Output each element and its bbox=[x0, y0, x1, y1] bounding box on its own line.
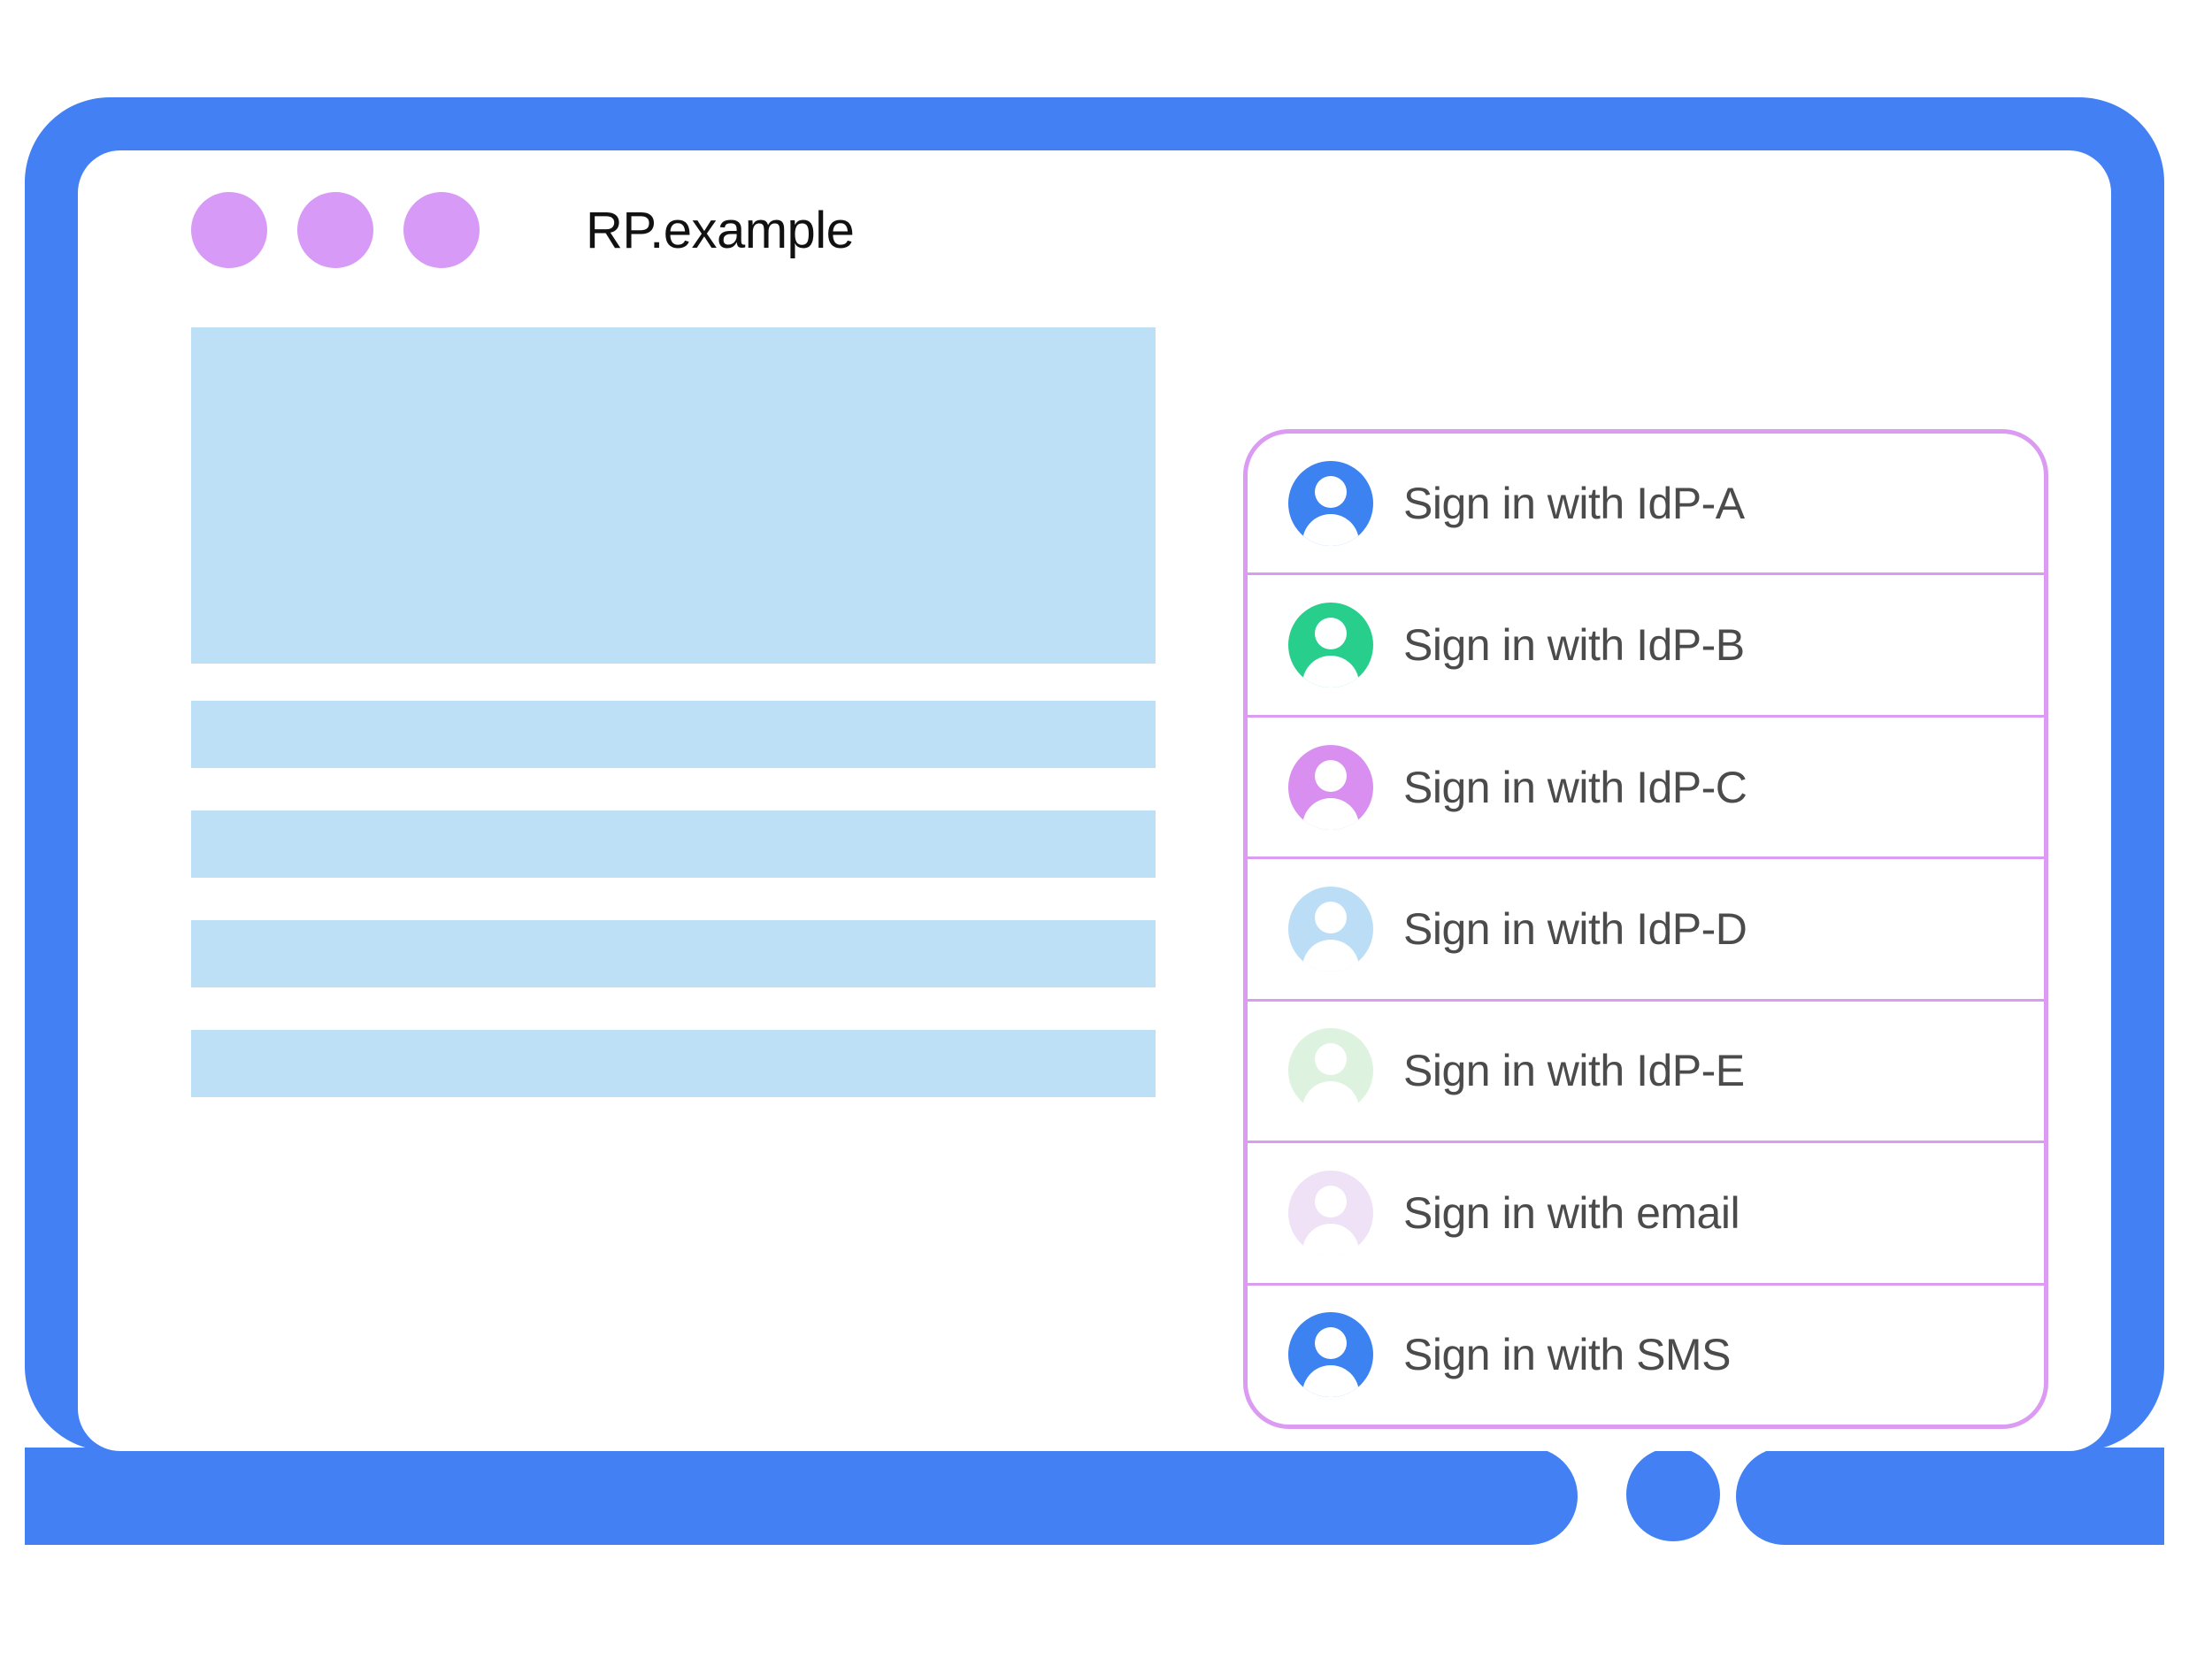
signin-row[interactable]: Sign in with IdP-B bbox=[1248, 575, 2044, 718]
window-dot-2[interactable] bbox=[297, 192, 373, 268]
account-avatar-icon bbox=[1288, 744, 1373, 830]
avatar-body-shape bbox=[1302, 1365, 1359, 1398]
account-avatar-icon bbox=[1288, 603, 1373, 688]
account-chooser-card: Sign in with IdP-A Sign in with IdP-B Sign… bbox=[1243, 429, 2048, 1429]
signin-row[interactable]: Sign in with IdP-E bbox=[1248, 1002, 2044, 1144]
avatar-head-shape bbox=[1315, 475, 1347, 508]
avatar-body-shape bbox=[1302, 1081, 1359, 1114]
avatar-body-shape bbox=[1302, 797, 1359, 830]
account-avatar-icon bbox=[1288, 1170, 1373, 1256]
signin-row[interactable]: Sign in with IdP-A bbox=[1248, 434, 2044, 576]
signin-row[interactable]: Sign in with IdP-C bbox=[1248, 718, 2044, 860]
device-home-button[interactable] bbox=[1626, 1448, 1720, 1541]
avatar-body-shape bbox=[1302, 939, 1359, 972]
account-chooser-list: Sign in with IdP-A Sign in with IdP-B Sign… bbox=[1248, 434, 2044, 1425]
text-placeholder-bar-1 bbox=[191, 701, 1156, 768]
browser-titlebar: RP.example bbox=[78, 150, 2111, 310]
signin-row[interactable]: Sign in with email bbox=[1248, 1143, 2044, 1286]
signin-row-label: Sign in with SMS bbox=[1403, 1330, 1731, 1380]
window-dot-1[interactable] bbox=[191, 192, 267, 268]
device-bottom-bar-left bbox=[25, 1448, 1578, 1545]
avatar-head-shape bbox=[1315, 1043, 1347, 1076]
avatar-head-shape bbox=[1315, 901, 1347, 933]
hero-placeholder-block bbox=[191, 327, 1156, 664]
signin-row-label: Sign in with IdP-B bbox=[1403, 620, 1745, 671]
avatar-head-shape bbox=[1315, 1185, 1347, 1217]
avatar-body-shape bbox=[1302, 1223, 1359, 1256]
signin-row[interactable]: Sign in with SMS bbox=[1248, 1286, 2044, 1425]
account-avatar-icon bbox=[1288, 460, 1373, 546]
device-bottom-bar-right bbox=[1736, 1448, 2164, 1545]
page-title: RP.example bbox=[586, 201, 855, 259]
signin-row-label: Sign in with IdP-C bbox=[1403, 762, 1747, 812]
account-avatar-icon bbox=[1288, 886, 1373, 972]
window-controls bbox=[191, 192, 480, 268]
account-avatar-icon bbox=[1288, 1312, 1373, 1398]
text-placeholder-bar-3 bbox=[191, 920, 1156, 987]
page-content-placeholders bbox=[191, 327, 1156, 1097]
avatar-head-shape bbox=[1315, 1327, 1347, 1360]
account-avatar-icon bbox=[1288, 1028, 1373, 1114]
avatar-head-shape bbox=[1315, 759, 1347, 792]
signin-row-label: Sign in with IdP-D bbox=[1403, 903, 1747, 954]
signin-row-label: Sign in with IdP-A bbox=[1403, 478, 1745, 528]
signin-row-label: Sign in with IdP-E bbox=[1403, 1046, 1745, 1096]
avatar-head-shape bbox=[1315, 618, 1347, 650]
window-dot-3[interactable] bbox=[403, 192, 480, 268]
text-placeholder-bar-4 bbox=[191, 1030, 1156, 1097]
avatar-body-shape bbox=[1302, 513, 1359, 546]
avatar-body-shape bbox=[1302, 656, 1359, 688]
text-placeholder-bar-2 bbox=[191, 810, 1156, 878]
signin-row[interactable]: Sign in with IdP-D bbox=[1248, 859, 2044, 1002]
signin-row-label: Sign in with email bbox=[1403, 1187, 1740, 1238]
